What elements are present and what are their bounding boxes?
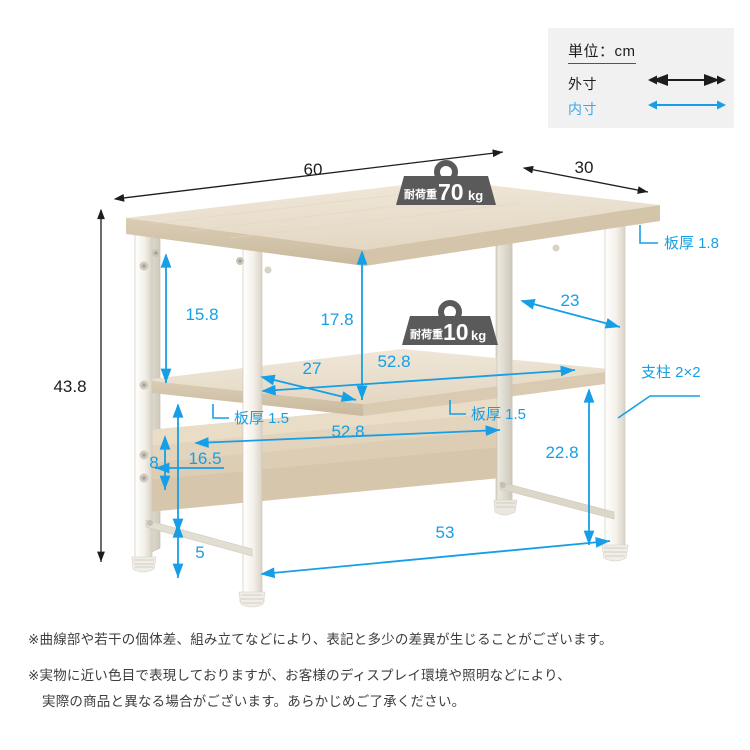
front-left-leg: [238, 225, 266, 608]
legend-outer-label: 外寸: [568, 76, 597, 92]
dim-value-leg-inner-height: 22.8: [545, 443, 578, 462]
label-shelf-thickness-right: 板厚 1.5: [471, 405, 526, 423]
legend-inner-arrow-icon: [648, 100, 726, 110]
dim-line-depth-30: [522, 165, 649, 194]
outer-dimensions: 60 30 43.8: [53, 149, 649, 562]
dim-value-shelf-width-lower: 52.8: [331, 422, 364, 441]
top-load-prefix: 耐荷重: [404, 187, 437, 201]
dim-value-height: 43.8: [53, 377, 86, 396]
shelf-load-prefix: 耐荷重: [410, 327, 443, 341]
front-right-leg: [601, 205, 629, 562]
legend-inner-label: 内寸: [568, 101, 597, 117]
legend-outer-arrow-icon: [648, 74, 726, 86]
legend-title: 単位：cm: [568, 40, 636, 64]
label-post: 支柱 2×2: [641, 364, 701, 381]
dim-value-leg-inner-width: 53: [436, 523, 455, 542]
dim-line-23: [520, 299, 621, 329]
part-labels: 板厚 1.8 板厚 1.5 板厚 1.5 支柱 2×2: [212, 225, 719, 427]
leader-top-thickness: [639, 225, 658, 244]
rear-left-leg: [131, 221, 157, 573]
footnote-2: ※実物に近い色目で表現しておりますが、お客様のディスプレイ環境や照明などにより、: [28, 668, 571, 683]
leader-shelf-thickness-left: [212, 404, 229, 419]
dim-line-width-60: [113, 149, 504, 202]
dim-line-52-8-lower: [194, 425, 501, 448]
dim-value-top-to-shelf-left: 15.8: [185, 305, 218, 324]
footnote-3: 実際の商品と異なる場合がございます。あらかじめご了承ください。: [42, 694, 466, 709]
footnote-1: ※曲線部や若干の個体差、組み立てなどにより、表記と多少の差異が生じることがござい…: [28, 632, 613, 647]
dim-value-lower-board-height: 8: [149, 453, 158, 472]
label-shelf-thickness-left: 板厚 1.5: [234, 409, 289, 427]
dim-value-width: 60: [304, 160, 323, 179]
shelf-load-value: 10: [443, 319, 469, 345]
shelf-load-badge: 耐荷重 10 kg: [402, 300, 498, 345]
top-load-value: 70: [438, 179, 464, 205]
dim-value-right-inner-depth: 23: [561, 291, 580, 310]
table-top: [126, 180, 660, 274]
dim-line-52-8-upper: [261, 365, 576, 396]
leader-shelf-thickness-right: [449, 400, 466, 415]
dim-value-depth: 30: [575, 158, 594, 177]
dim-value-foot-clearance: 5: [195, 543, 204, 562]
dim-line-53: [260, 536, 611, 579]
dim-value-lower-gap-height: 16.5: [188, 449, 221, 468]
top-load-badge: 耐荷重 70 kg: [396, 160, 496, 205]
inner-dimensions: 15.8 17.8 27 52.8 23 52.8 16.5 8: [149, 250, 621, 579]
dim-value-top-to-shelf-center: 17.8: [320, 310, 353, 329]
leader-post: [617, 395, 700, 419]
shelf-load-unit: kg: [471, 328, 486, 343]
dim-value-shelf-width-upper: 52.8: [377, 352, 410, 371]
label-top-thickness: 板厚 1.8: [664, 234, 719, 252]
furniture-illustration: [126, 180, 660, 608]
dim-value-shelf-depth: 27: [303, 359, 322, 378]
top-load-unit: kg: [468, 188, 483, 203]
